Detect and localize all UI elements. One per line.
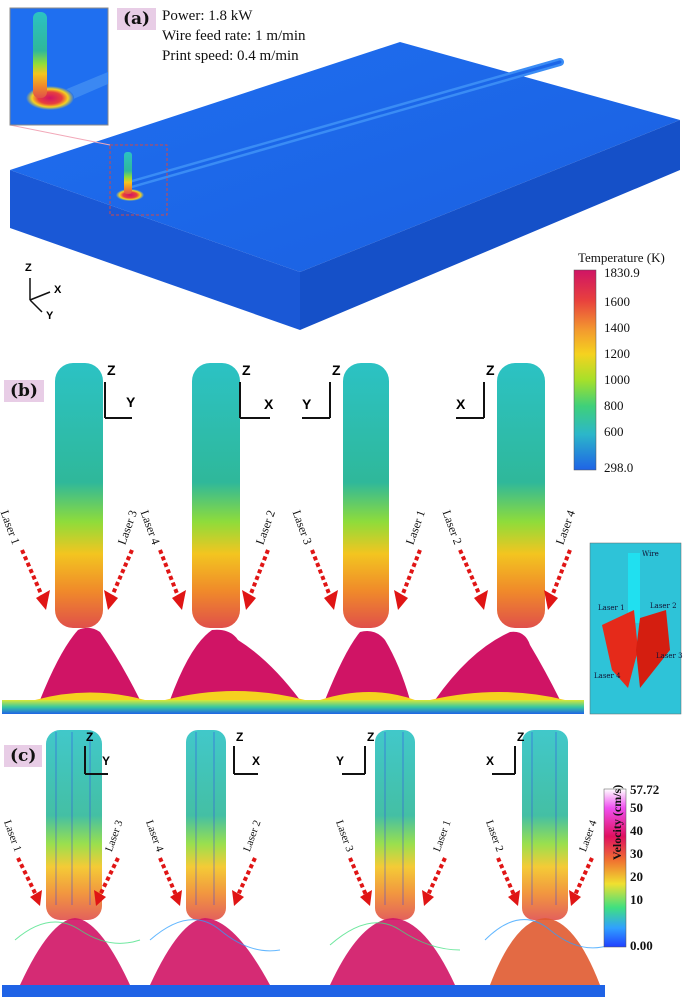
vel-tick: 30 bbox=[630, 846, 643, 861]
view-c1-axis-h: Y bbox=[102, 754, 111, 768]
view-b2-axis-h: X bbox=[264, 396, 274, 412]
view-b2-axis-v: Z bbox=[242, 362, 251, 378]
inset-laser3-label: Laser 3 bbox=[656, 652, 683, 660]
axis-a-x: X bbox=[54, 284, 62, 296]
velocity-colorbar bbox=[603, 788, 627, 948]
panel-b-axis-arrows bbox=[104, 382, 485, 419]
view-b4-axis-h: X bbox=[456, 396, 466, 412]
vel-tick: 10 bbox=[630, 892, 643, 907]
zoom-connector bbox=[9, 124, 111, 146]
temp-tick: 600 bbox=[604, 424, 624, 439]
inset-laser2-label: Laser 2 bbox=[650, 602, 677, 610]
vel-tick: 0.00 bbox=[630, 938, 653, 953]
axis-a-y: Y bbox=[46, 310, 54, 322]
panel-c-melt-pools bbox=[20, 918, 600, 985]
view-b4-axis-v: Z bbox=[486, 362, 495, 378]
zoom-region bbox=[109, 144, 168, 216]
vel-tick: 50 bbox=[630, 800, 643, 815]
temperature-colorbar bbox=[573, 269, 597, 471]
temp-tick: 1600 bbox=[604, 294, 630, 309]
panel-c-splash-streamlines bbox=[14, 919, 611, 952]
view-c3-axis-h: Y bbox=[336, 754, 345, 768]
temp-tick: 1830.9 bbox=[604, 265, 640, 280]
temp-tick: 298.0 bbox=[604, 460, 634, 475]
temperature-scale-title: Temperature (K) bbox=[578, 250, 665, 265]
temp-tick: 800 bbox=[604, 398, 624, 413]
view-b3-axis-h: Y bbox=[302, 396, 312, 412]
panel-b-substrate bbox=[2, 700, 584, 714]
vel-tick: 40 bbox=[630, 823, 643, 838]
power-param: Power: 1.8 kW bbox=[162, 8, 253, 24]
melt-pool bbox=[116, 152, 144, 201]
panel-b-label: (b) bbox=[4, 380, 44, 402]
temp-tick: 1000 bbox=[604, 372, 630, 387]
panel-b-melt-pools bbox=[35, 627, 565, 700]
panel-b-arrowheads bbox=[36, 590, 558, 610]
view-c3-axis-v: Z bbox=[367, 730, 375, 744]
panel-b-laser-arrows bbox=[20, 549, 572, 597]
inset-wire-label: Wire bbox=[642, 550, 659, 558]
view-c1-axis-v: Z bbox=[86, 730, 94, 744]
panel-c-arrowheads bbox=[30, 890, 581, 906]
panel-c-wires bbox=[46, 730, 568, 920]
print-speed-param: Print speed: 0.4 m/min bbox=[162, 48, 299, 64]
vel-tick: 57.72 bbox=[630, 782, 660, 797]
deposited-track bbox=[128, 58, 564, 188]
wire-feed-param: Wire feed rate: 1 m/min bbox=[162, 28, 306, 44]
panel-c-laser-arrows bbox=[16, 857, 594, 896]
vel-tick: 20 bbox=[630, 869, 643, 884]
panel-c-axis-arrows bbox=[84, 746, 516, 775]
panel-c-label: (c) bbox=[4, 745, 43, 767]
view-b3-axis-v: Z bbox=[332, 362, 341, 378]
velocity-scale-title: Velocity (cm/s) bbox=[610, 784, 624, 860]
panel-c-streamlines bbox=[55, 732, 557, 905]
temp-tick: 1200 bbox=[604, 346, 630, 361]
panel-c-substrate bbox=[2, 985, 605, 997]
axis-triad-a bbox=[29, 278, 51, 313]
inset-laser1-label: Laser 1 bbox=[598, 604, 625, 612]
laser-configuration-inset bbox=[589, 542, 682, 715]
axis-a-z: Z bbox=[25, 262, 32, 274]
inset-laser4-label: Laser 4 bbox=[594, 672, 621, 680]
view-b1-axis-h: Y bbox=[126, 394, 136, 410]
view-c2-axis-h: X bbox=[252, 754, 261, 768]
zoom-inset bbox=[9, 7, 109, 126]
panel-a-label: (a) bbox=[117, 8, 157, 30]
view-c2-axis-v: Z bbox=[236, 730, 244, 744]
temp-tick: 1400 bbox=[604, 320, 630, 335]
view-c4-axis-h: X bbox=[486, 754, 495, 768]
view-b1-axis-v: Z bbox=[107, 362, 116, 378]
substrate-block bbox=[10, 42, 680, 330]
view-c4-axis-v: Z bbox=[517, 730, 525, 744]
panel-b-wires bbox=[55, 363, 545, 628]
